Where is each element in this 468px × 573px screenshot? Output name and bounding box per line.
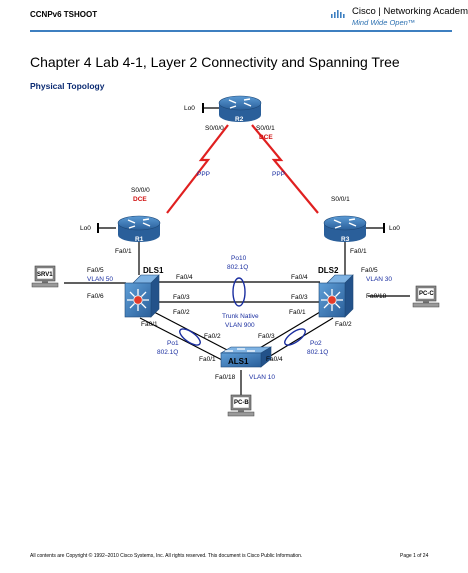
router-r1-icon[interactable]: R1 [117, 215, 161, 243]
als1-fa03-label: Fa0/3 [258, 333, 275, 340]
po2-bundle-marker [284, 328, 306, 346]
r1-dce-label: DCE [133, 196, 147, 203]
router-r2-icon[interactable]: R2 [218, 95, 262, 123]
po10-encap-label: 802.1Q [227, 264, 248, 271]
trunk-vlan-label: VLAN 900 [225, 322, 255, 329]
dls2-fa02-label: Fa0/2 [335, 321, 352, 328]
pc-srv1-icon[interactable]: SRV1 [31, 265, 59, 288]
dls2-fa04-label: Fa0/4 [291, 274, 308, 281]
ppp-left-label: PPP [197, 171, 210, 178]
loopback-r2 [202, 103, 221, 113]
r2-s001-label: S0/0/1 [256, 125, 275, 132]
r1-loopback-label: Lo0 [80, 225, 91, 232]
serial-link-r2-r1 [166, 124, 229, 214]
dls2-fa05-label: Fa0/5 [361, 267, 378, 274]
vlan10-label: VLAN 10 [249, 374, 275, 381]
switch-dls2-label: DLS2 [318, 266, 339, 275]
als1-fa01-label: Fa0/1 [199, 356, 216, 363]
trunk-native-label: Trunk Native [222, 313, 259, 320]
dls1-fa05-label: Fa0/5 [87, 267, 104, 274]
link-dls2-als1-fa04 [261, 317, 334, 362]
po1-bundle-marker [179, 328, 201, 346]
switch-dls1-label: DLS1 [143, 266, 164, 275]
pc-pcb-icon[interactable]: PC-B [227, 394, 255, 417]
header-rule [30, 30, 452, 32]
pc-pcc-label: PC-C [419, 291, 434, 297]
document-id: CCNPv6 TSHOOT [30, 10, 98, 19]
switch-als1-icon[interactable]: ALS1 [219, 346, 273, 368]
dls2-fa01-label: Fa0/1 [289, 309, 306, 316]
r2-s000-label: S0/0/0 [205, 125, 224, 132]
section-subtitle: Physical Topology [30, 81, 105, 91]
pc-pcb-label: PC-B [234, 400, 249, 406]
als1-fa04-label: Fa0/4 [266, 356, 283, 363]
po1-encap-label: 802.1Q [157, 349, 178, 356]
logo-name: Cisco | Networking Academy® [352, 6, 468, 17]
dls1-fa06-label: Fa0/6 [87, 293, 104, 300]
loopback-r3 [366, 223, 385, 233]
r3-s001-label: S0/0/1 [331, 196, 350, 203]
switch-als1-label: ALS1 [228, 357, 249, 366]
switch-dls2-icon[interactable] [318, 274, 354, 318]
router-r3-label: R3 [341, 236, 350, 243]
po10-bundle-marker [232, 277, 246, 307]
logo-tagline: Mind Wide Open™ [352, 18, 416, 27]
router-r3-icon[interactable]: R3 [323, 215, 367, 243]
als1-fa18-label: Fa0/18 [215, 374, 236, 381]
dls1-fa01-label: Fa0/1 [141, 321, 158, 328]
r2-dce-label: DCE [259, 134, 273, 141]
footer-page-number: Page 1 of 24 [400, 553, 429, 559]
pc-srv1-label: SRV1 [37, 272, 53, 278]
r2-loopback-label: Lo0 [184, 105, 195, 112]
dls1-fa02-label: Fa0/2 [173, 309, 190, 316]
link-dls1-als1-fa01 [139, 317, 225, 362]
r3-fa01-label: Fa0/1 [350, 248, 367, 255]
router-r2-label: R2 [235, 116, 244, 123]
po1-label: Po1 [167, 340, 179, 347]
link-dls2-als1-fa03 [252, 311, 321, 353]
serial-link-r2-r3 [251, 124, 319, 214]
r3-loopback-label: Lo0 [389, 225, 400, 232]
vlan50-label: VLAN 50 [87, 276, 113, 283]
po2-label: Po2 [310, 340, 322, 347]
r1-fa01-label: Fa0/1 [115, 248, 132, 255]
footer-copyright: All contents are Copyright © 1992–2010 C… [30, 553, 303, 559]
po2-encap-label: 802.1Q [307, 349, 328, 356]
ppp-right-label: PPP [272, 171, 285, 178]
po10-label: Po10 [231, 255, 247, 262]
dls2-fa03-label: Fa0/3 [291, 294, 308, 301]
switch-dls1-icon[interactable] [124, 274, 160, 318]
loopback-r1 [97, 223, 116, 233]
cisco-bridge-icon [331, 10, 345, 18]
dls1-fa03-label: Fa0/3 [173, 294, 190, 301]
router-r1-label: R1 [135, 236, 144, 243]
dls2-fa18-label: Fa0/18 [366, 293, 387, 300]
als1-fa02-label: Fa0/2 [204, 333, 221, 340]
dls1-fa04-label: Fa0/4 [176, 274, 193, 281]
r1-s000-label: S0/0/0 [131, 187, 150, 194]
vlan30-label: VLAN 30 [366, 276, 392, 283]
cisco-logo: Cisco | Networking Academy® Mind Wide Op… [330, 5, 468, 31]
page-title: Chapter 4 Lab 4-1, Layer 2 Connectivity … [30, 54, 400, 70]
pc-pcc-icon[interactable]: PC-C [412, 285, 440, 308]
